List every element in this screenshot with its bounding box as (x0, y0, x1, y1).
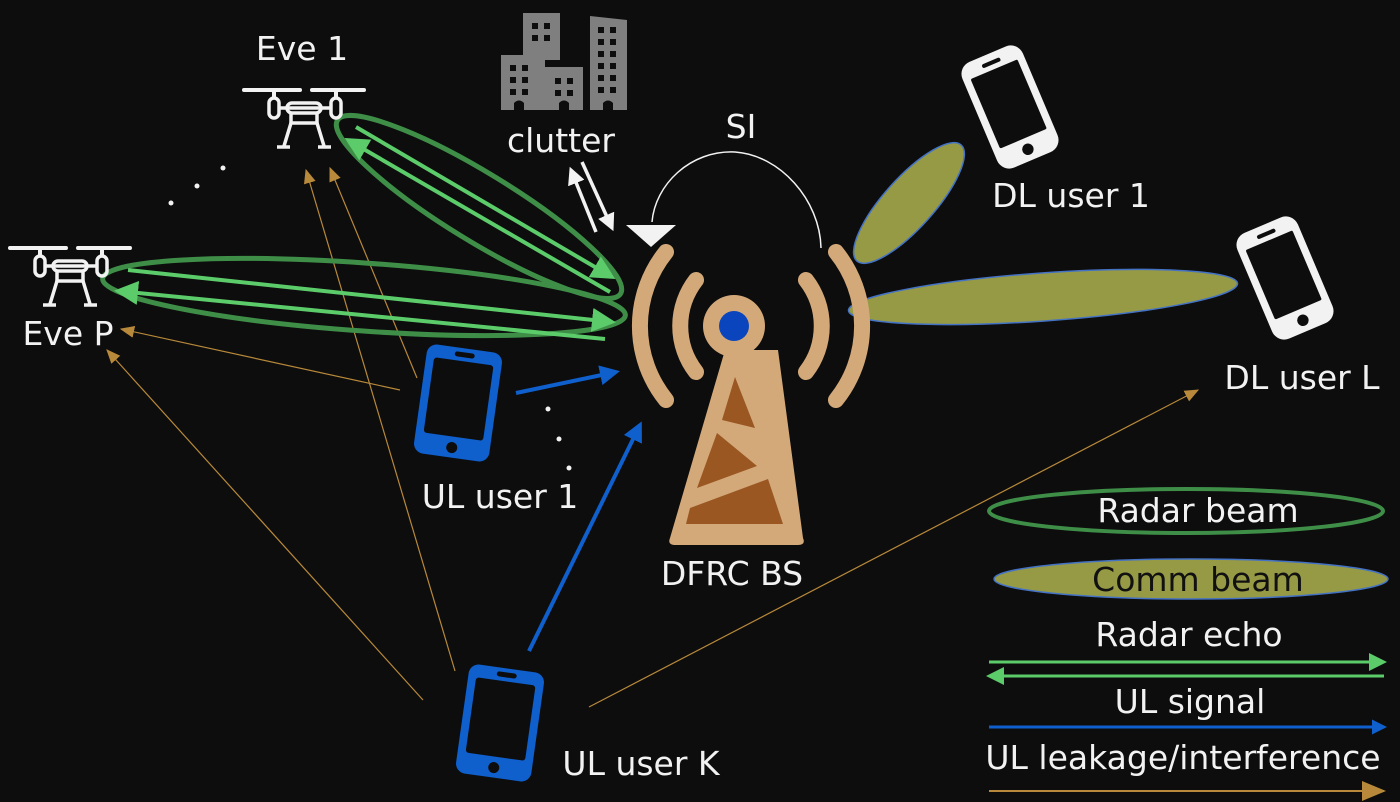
ul-leakage-arrows (106, 166, 1200, 708)
base-station-node: DFRC BS (631, 244, 871, 593)
clutter-echo-down (580, 161, 615, 232)
clutter-echo-up (568, 166, 598, 233)
legend-item-ul-leakage: UL leakage/interference (985, 738, 1386, 801)
legend-item-radar-echo: Radar echo (986, 615, 1387, 685)
leak-ulk-to-dll (588, 389, 1200, 708)
radar-beam-eve1 (333, 113, 625, 301)
receive-antenna-icon (626, 225, 676, 247)
ul-users-ellipsis (545, 406, 572, 471)
legend-item-ul-signal: UL signal (989, 682, 1387, 735)
buildings-icon (501, 13, 627, 110)
radar-echo-out (127, 268, 616, 332)
smartphone-icon (454, 663, 546, 783)
ul-signal-arrows (515, 365, 642, 652)
legend-label: Comm beam (1092, 560, 1304, 599)
radar-echo-out (354, 125, 616, 280)
dl-user-l-node: DL user L (1224, 212, 1380, 397)
drone-icon (8, 246, 132, 307)
eavesdroppers-ellipsis (168, 165, 226, 206)
comm-beams (847, 141, 1239, 326)
ul-user-1-node: UL user 1 (412, 343, 579, 516)
legend-label: UL signal (1115, 682, 1266, 721)
si-label: SI (726, 107, 757, 146)
smartphone-icon (412, 343, 504, 463)
legend-label: Radar beam (1097, 491, 1298, 530)
dl-user-l-label: DL user L (1224, 358, 1380, 397)
legend-item-radar-beam: Radar beam (987, 487, 1385, 535)
clutter-node: clutter (501, 13, 627, 233)
eve-1-label: Eve 1 (256, 29, 348, 68)
ul-user-k-node: UL user K (454, 663, 721, 783)
self-interference: SI (626, 107, 822, 249)
ul-user-k-label: UL user K (562, 744, 720, 783)
base-station-label: DFRC BS (661, 554, 803, 593)
leak-ulk-to-evep (106, 349, 424, 701)
antenna-dot (719, 311, 749, 341)
radio-tower-icon (631, 244, 871, 545)
smartphone-icon (1232, 212, 1338, 344)
drone-icon (242, 88, 366, 149)
ul-signal-user-k (527, 421, 642, 652)
legend-label: UL leakage/interference (985, 738, 1380, 777)
dl-user-1-label: DL user 1 (992, 176, 1150, 215)
comm-beam-dl-user-l (847, 268, 1239, 326)
dl-user-1-node: DL user 1 (957, 41, 1150, 215)
leak-ulk-to-eve1-a (304, 168, 456, 672)
legend-item-comm-beam: Comm beam (993, 558, 1389, 600)
radar-echo-back (114, 281, 606, 341)
eve-1-node: Eve 1 (242, 29, 366, 149)
eve-p-label: Eve P (22, 314, 113, 353)
comm-beam-dl-user-1 (852, 141, 966, 265)
ul-signal-user-1 (515, 365, 620, 395)
building-windows (510, 23, 616, 110)
radar-echo-back (344, 137, 612, 294)
eve-p-node: Eve P (8, 246, 132, 353)
radar-beam-evep (100, 255, 628, 341)
smartphone-icon (957, 41, 1063, 173)
leak-ul1-to-evep (119, 325, 401, 391)
legend: Radar beam Comm beam Radar echo UL signa… (985, 487, 1389, 801)
clutter-label: clutter (507, 121, 615, 160)
ul-user-1-label: UL user 1 (422, 477, 579, 516)
legend-label: Radar echo (1095, 615, 1282, 654)
leak-ul1-to-eve1-b (329, 166, 418, 379)
